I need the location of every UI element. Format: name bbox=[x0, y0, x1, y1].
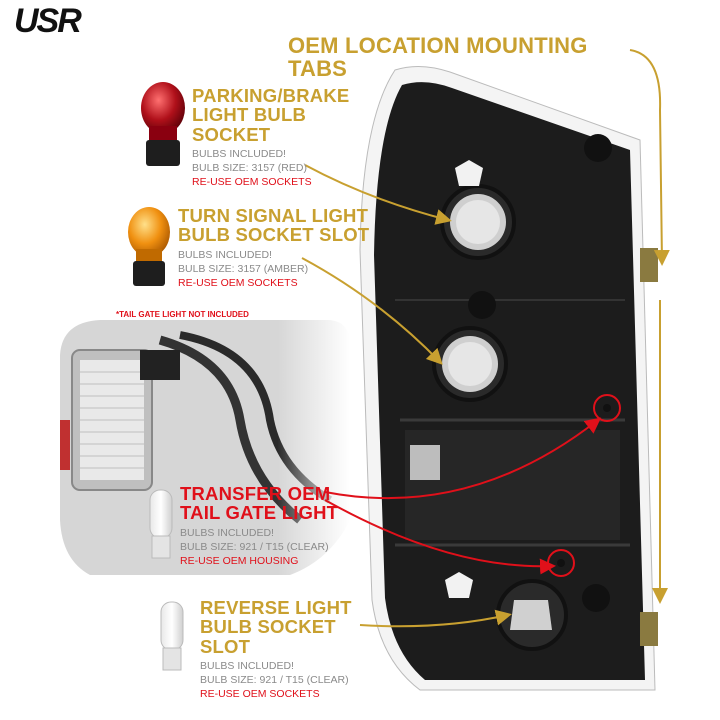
reverse-arrow bbox=[359, 609, 512, 628]
clear-921-bulb-reverse bbox=[160, 601, 184, 671]
parking-brake-line-2: BULB SIZE: 3157 (RED) bbox=[192, 162, 307, 175]
mounting-tabs-heading: OEM LOCATION MOUNTING TABS bbox=[288, 33, 588, 82]
reverse-callout: REVERSE LIGHT BULB SOCKET SLOT BULBS INC… bbox=[200, 598, 380, 701]
red-3157-bulb bbox=[141, 82, 185, 166]
reverse-line-3: RE-USE OEM SOCKETS bbox=[200, 688, 320, 701]
reverse-line-2: BULB SIZE: 921 / T15 (CLEAR) bbox=[200, 674, 349, 687]
brand-logo: USR bbox=[14, 2, 82, 40]
tailgate-not-included-note: *TAIL GATE LIGHT NOT INCLUDED bbox=[116, 310, 249, 319]
turn-signal-line-2: BULB SIZE: 3157 (AMBER) bbox=[178, 262, 309, 275]
turn-signal-title-2: BULB SOCKET SLOT bbox=[178, 224, 370, 246]
turn-signal-line-3: RE-USE OEM SOCKETS bbox=[178, 276, 298, 289]
parking-brake-callout: PARKING/BRAKE LIGHT BULB SOCKET BULBS IN… bbox=[192, 86, 382, 189]
turn-signal-arrow bbox=[301, 257, 443, 365]
housing bbox=[359, 66, 658, 691]
turn-signal-line-1: BULBS INCLUDED! bbox=[178, 248, 272, 261]
tailgate-line-3: RE-USE OEM HOUSING bbox=[180, 554, 299, 567]
tailgate-title-2: TAIL GATE LIGHT bbox=[180, 502, 339, 524]
turn-signal-callout: TURN SIGNAL LIGHT BULB SOCKET SLOT BULBS… bbox=[178, 206, 378, 290]
amber-3157-bulb bbox=[128, 207, 170, 286]
tailgate-light-photo bbox=[60, 320, 350, 575]
reverse-line-1: BULBS INCLUDED! bbox=[200, 660, 294, 673]
parking-brake-title-2: LIGHT BULB SOCKET bbox=[192, 104, 307, 145]
parking-brake-line-3: RE-USE OEM SOCKETS bbox=[192, 176, 312, 189]
parking-brake-line-1: BULBS INCLUDED! bbox=[192, 148, 286, 161]
mounting-tab-arrow bbox=[629, 49, 670, 266]
tailgate-line-1: BULBS INCLUDED! bbox=[180, 526, 274, 539]
tailgate-arrow-upper bbox=[324, 417, 602, 500]
turn-signal-title-1: TURN SIGNAL LIGHT bbox=[178, 205, 369, 226]
clear-921-bulb-tailgate bbox=[149, 489, 173, 559]
reverse-title-1: REVERSE LIGHT bbox=[200, 597, 352, 618]
tailgate-line-2: BULB SIZE: 921 / T15 (CLEAR) bbox=[180, 540, 329, 553]
parking-brake-arrow bbox=[304, 164, 452, 225]
tailgate-arrow-lower bbox=[324, 499, 556, 575]
tailgate-callout: TRANSFER OEM TAIL GATE LIGHT BULBS INCLU… bbox=[180, 484, 350, 568]
reverse-title-2: BULB SOCKET SLOT bbox=[200, 616, 336, 657]
tailgate-title-1: TRANSFER OEM bbox=[180, 483, 331, 504]
parking-brake-title-1: PARKING/BRAKE bbox=[192, 85, 350, 106]
